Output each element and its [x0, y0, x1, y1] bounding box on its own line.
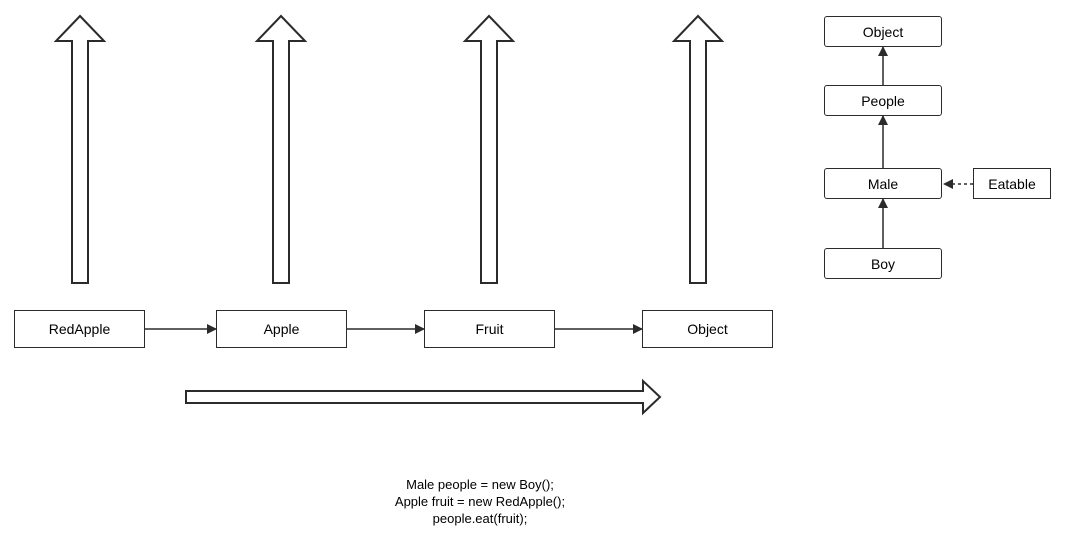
code-line: people.eat(fruit);	[432, 511, 528, 526]
node-male: Male	[824, 168, 942, 199]
node-people: People	[824, 85, 942, 116]
node-boy: Boy	[824, 248, 942, 279]
hollow-up-arrow-redapple	[53, 14, 107, 284]
node-eatable: Eatable	[973, 168, 1051, 199]
hollow-up-arrow-object	[671, 14, 725, 284]
node-fruit: Fruit	[424, 310, 555, 348]
hollow-up-arrow-apple	[254, 14, 308, 284]
code-snippet: Male people = new Boy(); Apple fruit = n…	[280, 476, 680, 527]
code-line: Apple fruit = new RedApple();	[394, 494, 566, 509]
hollow-up-arrow-fruit	[462, 14, 516, 284]
code-line: Male people = new Boy();	[406, 477, 554, 492]
node-redapple: RedApple	[14, 310, 145, 348]
node-object: Object	[824, 16, 942, 47]
node-object-chain: Object	[642, 310, 773, 348]
node-apple: Apple	[216, 310, 347, 348]
hollow-right-arrow	[185, 378, 662, 416]
